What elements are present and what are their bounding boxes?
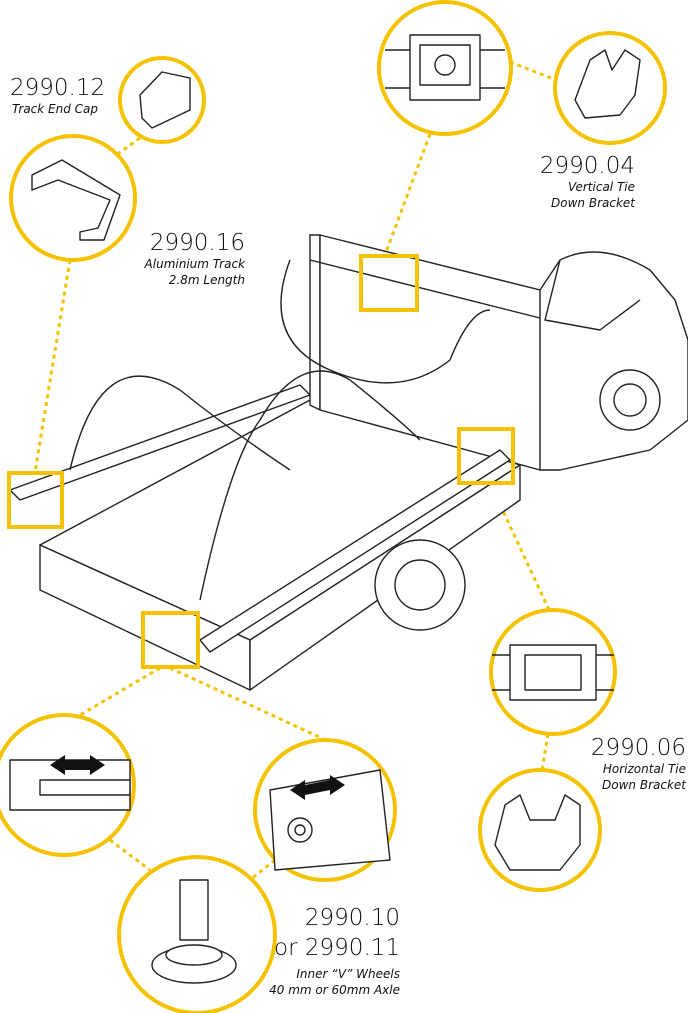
wheel-detail-left [0, 713, 136, 857]
highlight-vertical-bracket [359, 254, 419, 312]
highlight-end-cap [7, 471, 64, 529]
highlight-wheels [141, 611, 200, 669]
part-code-end-cap: 2990.12 [10, 75, 105, 101]
part-detail-vertical-bracket: Down Bracket [551, 196, 636, 210]
part-name-wheels: Inner “V” Wheels [296, 967, 400, 981]
part-detail-wheels: 40 mm or 60mm Axle [269, 983, 400, 997]
part-name-track: Aluminium Track [144, 257, 247, 271]
part-detail-track: 2.8m Length [169, 273, 245, 287]
wheel-detail-right [253, 738, 397, 882]
connector-lines [33, 60, 557, 882]
vertical-bracket-top-view [377, 0, 513, 136]
part-name-end-cap: Track End Cap [12, 102, 98, 116]
part-code-horizontal-bracket: 2990.06 [591, 735, 686, 761]
track-detail [9, 134, 137, 262]
part-code-vertical-bracket: 2990.04 [540, 153, 635, 179]
part-detail-horizontal-bracket: Down Bracket [602, 778, 687, 792]
part-code-track: 2990.16 [150, 230, 245, 256]
part-code-wheels: 2990.10 [305, 905, 400, 931]
end-cap-detail [118, 56, 206, 144]
double-arrow-icon [50, 755, 105, 775]
vertical-bracket-detail [553, 31, 667, 145]
part-code-wheels-alt: or 2990.11 [274, 935, 400, 961]
horizontal-bracket-detail [478, 768, 602, 892]
highlight-horizontal-bracket [457, 427, 515, 485]
part-name-horizontal-bracket: Horizontal Tie [603, 762, 686, 776]
double-arrow-icon [290, 775, 345, 800]
horizontal-bracket-top-view [489, 608, 617, 736]
v-wheel-detail [117, 855, 277, 1013]
part-name-vertical-bracket: Vertical Tie [568, 180, 635, 194]
